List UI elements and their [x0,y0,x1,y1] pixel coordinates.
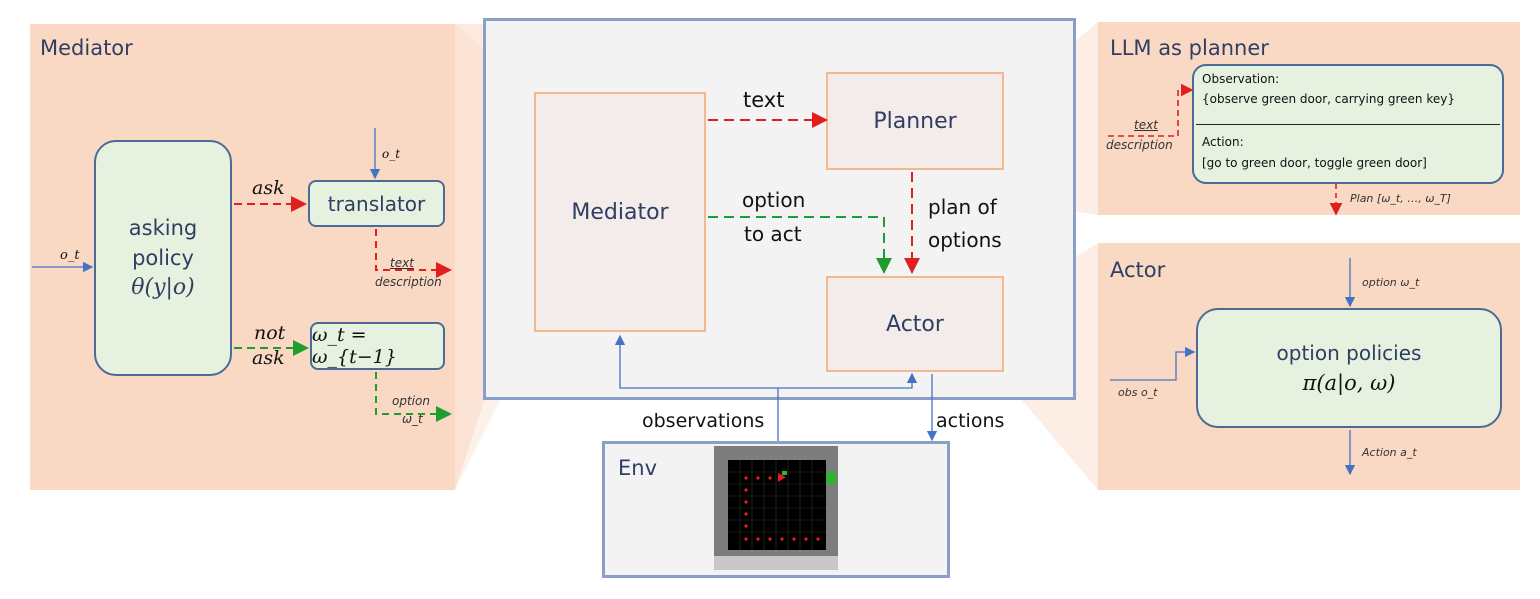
translator-box: translator [308,180,445,227]
observations-label: observations [642,410,765,432]
actions-label: actions [936,410,1005,432]
actor-panel-title: Actor [1110,258,1166,282]
observation-value: {observe green door, carrying green key} [1202,92,1455,106]
action-header: Action: [1202,135,1244,149]
option-policies-math: π(a|o, ω) [1302,371,1396,395]
ask-label: ask [252,177,285,199]
observation-header: Observation: [1202,72,1280,86]
omega-hold-box: ω_t = ω_{t−1} [310,322,445,370]
mediator-panel-title: Mediator [40,36,133,60]
asking-policy-box: asking policy θ(y|o) [94,140,232,376]
plan-edge-line2: options [928,228,1002,252]
asking-policy-line1: asking [128,216,198,240]
llm-panel-title: LLM as planner [1110,36,1269,60]
option-policies-label: option policies [1276,341,1422,365]
omega-subscript-label: ω_t [402,412,423,426]
env-gridworld-image [714,446,838,570]
asking-policy-line2: policy [132,246,194,270]
plan-edge-line1: plan of [928,195,997,219]
mediator-input-label: o_t [60,248,80,263]
actor-action-label: Action a_t [1362,446,1417,459]
translator-input-label: o_t [382,147,401,161]
text-edge-label: text [743,88,785,112]
center-mediator-box: Mediator [534,92,706,332]
omega-option-label: option [392,394,430,408]
actor-obs-label: obs o_t [1118,386,1158,399]
plan-output-label: Plan [ω_t, …, ω_T] [1350,192,1451,205]
translator-text-label: text [390,256,414,270]
translator-description-label: description [375,275,442,289]
planner-box: Planner [826,72,1004,170]
option-policies-box: option policies π(a|o, ω) [1196,308,1502,428]
option-edge-line1: option [742,188,806,212]
actor-option-label: option ω_t [1362,276,1420,289]
env-title: Env [618,456,658,480]
not-ask-label: ask [252,347,285,369]
asking-policy-math: θ(y|o) [131,275,195,300]
action-value: [go to green door, toggle green door] [1202,156,1427,170]
prompt-divider [1196,124,1500,125]
llm-description-label: description [1106,138,1173,152]
llm-text-label: text [1134,118,1158,132]
actor-box: Actor [826,276,1004,372]
option-edge-line2: to act [744,222,802,246]
not-label: not [254,322,286,344]
